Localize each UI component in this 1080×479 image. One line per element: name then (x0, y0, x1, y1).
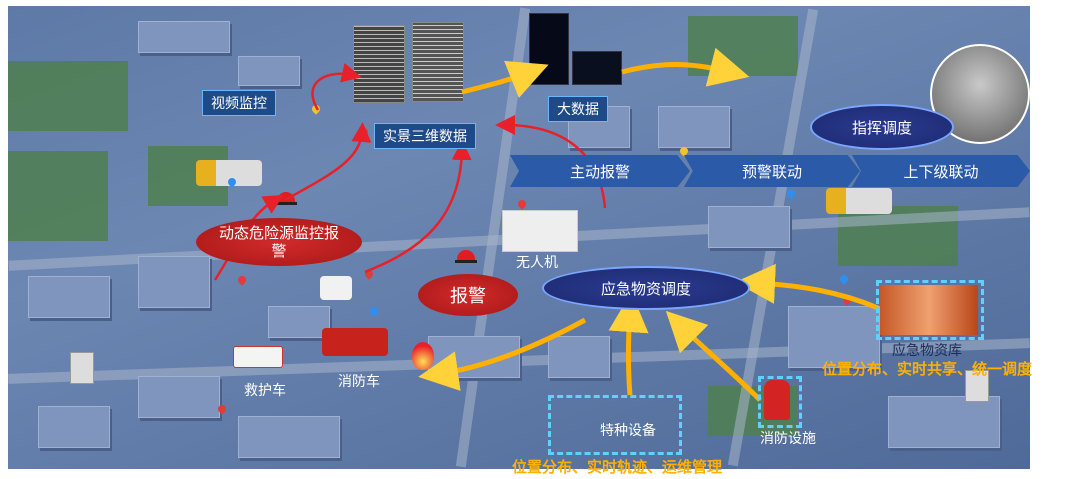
fire-hydrant-icon (764, 380, 790, 420)
building (548, 336, 610, 378)
arrow-red (364, 140, 472, 274)
building (138, 256, 210, 308)
depot-photo (880, 285, 978, 335)
building (138, 376, 220, 418)
special-equipment-frame (548, 395, 682, 455)
alarm-beacon-icon (275, 192, 297, 205)
drone-label: 无人机 (516, 255, 558, 271)
fire-facility-frame (758, 376, 802, 428)
active-alarm-step: 主动报警 (510, 155, 690, 187)
arrow-orange (461, 60, 549, 98)
building (38, 406, 110, 448)
building (268, 306, 330, 338)
warning-linkage-step: 预警联动 (684, 155, 860, 187)
kiosk-icon (965, 370, 989, 402)
command-dispatch-node: 指挥调度 (810, 104, 954, 150)
big-data-label: 大数据 (548, 96, 608, 122)
hierarchy-linkage-step: 上下级联动 (852, 155, 1030, 187)
grass-area (8, 61, 128, 131)
drone-icon (502, 210, 578, 252)
building (138, 21, 230, 53)
arrow-red (495, 115, 607, 209)
building (658, 106, 730, 148)
arrow-orange (418, 317, 587, 391)
smoke-detector-icon (320, 276, 352, 300)
arrow-red (284, 122, 372, 202)
big-data-screen-icon (572, 51, 622, 85)
arrow-orange (621, 47, 750, 87)
alarm-beacon-icon (455, 250, 477, 263)
server-rack-icon (412, 22, 464, 102)
building (238, 416, 340, 458)
fire-facility-label: 消防设施 (760, 431, 816, 447)
arrow-orange (608, 292, 649, 396)
arrow-orange (665, 310, 762, 402)
emergency-dispatch-node: 应急物资调度 (542, 266, 750, 310)
building (28, 276, 110, 318)
ambulance-icon (233, 346, 283, 368)
ambulance-label: 救护车 (244, 383, 286, 399)
kiosk-icon (70, 352, 94, 384)
depot-frame (876, 280, 984, 340)
special-equipment-label: 特种设备 (600, 423, 656, 439)
fire-truck-label: 消防车 (338, 374, 380, 390)
building (238, 56, 300, 86)
fire-truck-icon (322, 328, 388, 356)
alarm-node: 报警 (418, 274, 518, 316)
realscene-3d-label: 实景三维数据 (374, 123, 476, 149)
arrow-orange (735, 263, 879, 311)
arrow-red (311, 63, 362, 111)
equipment-features-note: 位置分布、实时轨迹、运维管理 (512, 458, 723, 476)
grass-area (8, 151, 108, 241)
building (888, 396, 1000, 448)
building (708, 206, 790, 248)
video-monitor-label: 视频监控 (202, 90, 276, 116)
tanker-truck-icon (826, 188, 892, 214)
dynamic-hazard-node: 动态危险源监控报警 (196, 218, 362, 266)
depot-features-note: 位置分布、实时共享、统一调度 (822, 360, 1033, 378)
building (788, 306, 880, 368)
emergency-depot-label: 应急物资库 (892, 343, 962, 359)
